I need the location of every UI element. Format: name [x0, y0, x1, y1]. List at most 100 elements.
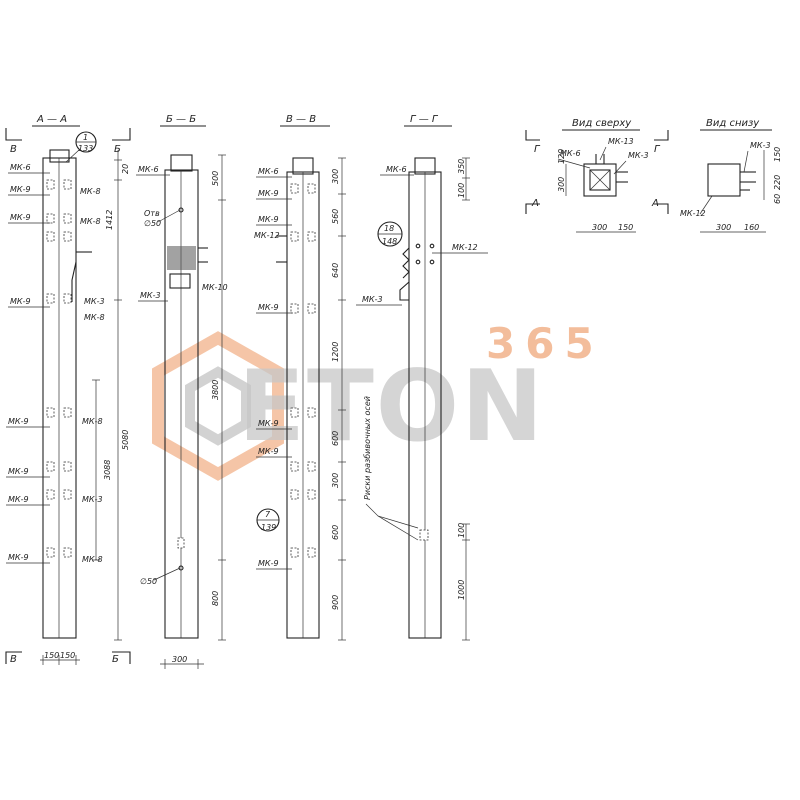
bb-label: МК-10	[202, 283, 228, 292]
bb-hatch-block	[167, 246, 196, 270]
watermark-number: 365	[486, 319, 604, 368]
vv-dim-v: 1200	[331, 342, 340, 362]
vv-label: МК-9	[258, 419, 279, 428]
section-aa-title: А — А	[36, 114, 67, 125]
vv-callout-num: 7	[265, 510, 271, 519]
gg-label: МК-12	[452, 243, 478, 252]
gg-axis-note: Риски разбивочных осей	[363, 396, 372, 500]
top-view-title: Вид сверху	[572, 118, 632, 129]
vv-dim-v: 300	[331, 473, 340, 488]
top-view-dim: 300	[557, 177, 566, 192]
vv-callout-sheet: 139	[261, 523, 276, 532]
watermark-inner-icon	[185, 366, 251, 446]
gg-dim-v: 350	[457, 159, 466, 174]
aa-left-label: МК-9	[8, 417, 29, 426]
bb-hole-label: Отв	[144, 209, 160, 218]
bb-label: МК-3	[140, 291, 161, 300]
bottom-view-section	[707, 163, 741, 197]
section-bb: Б — Б МК-6 МК-3 МК-10 Отв ∅50 ∅50 500 38…	[136, 114, 228, 669]
aa-mark-1: В	[10, 144, 17, 155]
top-view-section	[583, 163, 617, 197]
bb-label: МК-6	[138, 165, 159, 174]
aa-callout-num: 1	[83, 133, 88, 142]
section-vv-title: В — В	[286, 114, 316, 125]
bb-dim-h: 300	[172, 655, 187, 664]
bottom-view-dim: 150	[773, 147, 782, 162]
bottom-view-title: Вид снизу	[706, 118, 760, 129]
gg-label: МК-3	[362, 295, 383, 304]
aa-left-label: МК-9	[8, 467, 29, 476]
aa-right-label: МК-8	[80, 217, 101, 226]
bb-dim-v: 800	[211, 591, 220, 606]
top-view-dim: 120	[557, 149, 566, 164]
section-aa: А — А В Б В Б 1 133 МК-6 МК-	[5, 114, 131, 665]
aa-dim-h: 150	[44, 651, 59, 660]
aa-dim-h: 150	[60, 651, 75, 660]
gg-dim-v: 100	[457, 523, 466, 538]
aa-right-label: МК-8	[84, 313, 105, 322]
vv-dim-v: 600	[331, 431, 340, 446]
bottom-view-dim: 300	[716, 223, 731, 232]
vv-dim-v: 560	[331, 209, 340, 224]
bb-column-head	[170, 154, 193, 172]
aa-right-label: МК-3	[84, 297, 105, 306]
top-view: Вид сверху Г Г А А МК-6 МК-13 МК-3 120 3…	[525, 118, 669, 233]
watermark: 365 ETON	[152, 319, 604, 481]
top-view-dim: 300	[592, 223, 607, 232]
gg-dim-v: 1000	[457, 580, 466, 600]
top-view-dim: 150	[618, 223, 633, 232]
section-vv: В — В МК-6 МК-9 МК-9 МК-12 МК-9 МК-9 МК-…	[254, 114, 346, 641]
vv-label: МК-9	[258, 189, 279, 198]
vv-dim-v: 600	[331, 525, 340, 540]
top-view-mark: Г	[654, 144, 661, 155]
top-view-mark: Г	[534, 144, 541, 155]
section-gg: Г — Г МК-6 МК-12 МК-3 18 148 Риски разби…	[356, 114, 488, 641]
aa-column-body	[42, 157, 77, 639]
vv-dim-v: 640	[331, 263, 340, 278]
gg-callout-num: 18	[384, 224, 394, 233]
vv-label: МК-12	[254, 231, 280, 240]
aa-dim-v: 20	[121, 164, 130, 174]
aa-column-head	[49, 149, 70, 163]
aa-mark-3: В	[10, 654, 17, 665]
gg-callout-sheet: 148	[382, 237, 397, 246]
aa-left-label: МК-9	[10, 185, 31, 194]
aa-right-label: МК-3	[82, 495, 103, 504]
watermark-brand: ETON	[238, 350, 545, 464]
bottom-view-label: МК-12	[680, 209, 706, 218]
gg-label: МК-6	[386, 165, 407, 174]
top-view-label: МК-6	[560, 149, 581, 158]
aa-mark-4: Б	[112, 654, 119, 665]
bottom-view-label: МК-3	[750, 141, 771, 150]
aa-right-label: МК-8	[82, 417, 103, 426]
top-view-label: МК-13	[608, 137, 634, 146]
aa-left-label: МК-9	[10, 297, 31, 306]
watermark-hexagon-icon	[152, 331, 284, 481]
aa-right-label: МК-8	[80, 187, 101, 196]
top-view-mark: А	[531, 198, 539, 209]
vv-label: МК-6	[258, 167, 279, 176]
aa-left-label: МК-9	[8, 553, 29, 562]
bb-dim-v: 3800	[211, 380, 220, 400]
top-view-label: МК-3	[628, 151, 649, 160]
section-gg-title: Г — Г	[410, 114, 439, 125]
bottom-view-dim: 160	[744, 223, 759, 232]
vv-dim-v: 300	[331, 169, 340, 184]
vv-dim-v: 900	[331, 595, 340, 610]
aa-dim-v: 1412	[105, 210, 114, 230]
bottom-view-dim: 60	[773, 194, 782, 204]
bottom-view: Вид снизу МК-3 МК-12 150 220 60 300 160	[680, 118, 782, 233]
bb-hole-label: ∅50	[140, 577, 157, 586]
aa-mark-2: Б	[114, 144, 121, 155]
bb-column-body	[164, 169, 199, 639]
aa-left-label: МК-6	[10, 163, 31, 172]
aa-left-label: МК-9	[10, 213, 31, 222]
aa-callout-sheet: 133	[78, 144, 93, 153]
aa-left-label: МК-9	[8, 495, 29, 504]
vv-label: МК-9	[258, 447, 279, 456]
gg-dim-v: 100	[457, 183, 466, 198]
bb-dim-v: 500	[211, 171, 220, 186]
section-bb-title: Б — Б	[166, 114, 196, 125]
vv-label: МК-9	[258, 303, 279, 312]
